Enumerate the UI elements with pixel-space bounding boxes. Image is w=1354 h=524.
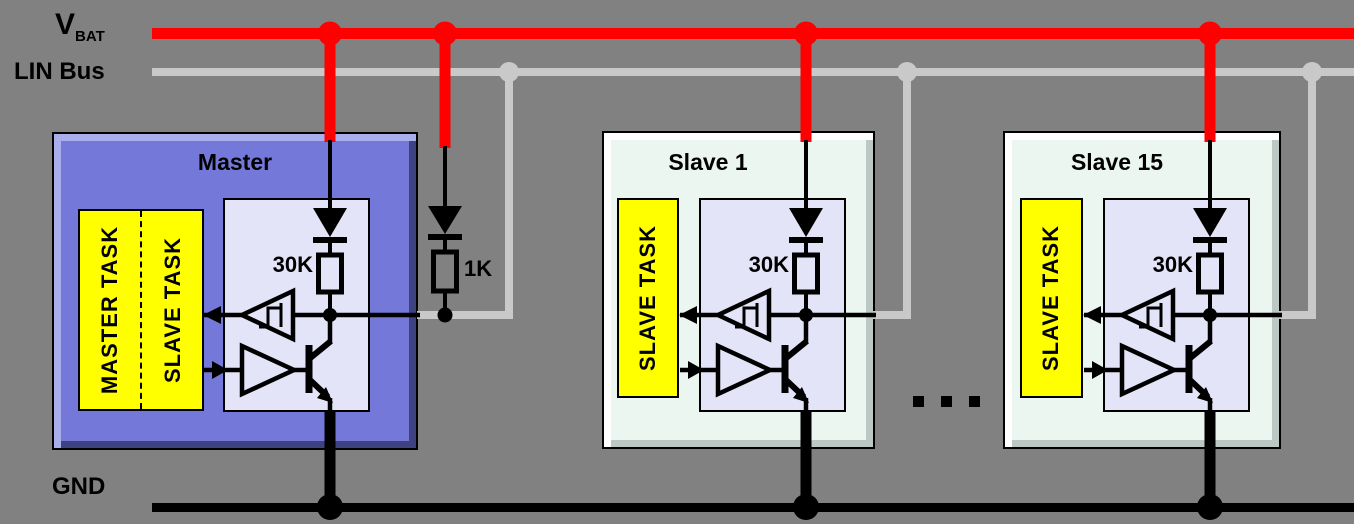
lin-junction-dots xyxy=(499,62,1322,82)
gnd-bus-line xyxy=(152,503,1354,512)
master-transceiver-box xyxy=(223,198,370,412)
lin-bus-line xyxy=(152,68,1354,76)
master-pullup-value: 30K xyxy=(272,252,313,277)
lin-junction-dot xyxy=(1302,62,1322,82)
slave1-task-box xyxy=(617,198,679,398)
master-slave-task-label: SLAVE TASK xyxy=(160,236,185,384)
vbat-bus-line xyxy=(152,28,1354,39)
slave1-transceiver-box xyxy=(699,198,846,412)
master-termination-branch xyxy=(428,21,462,323)
task-divider xyxy=(140,211,142,409)
ellipsis-dot xyxy=(913,396,924,407)
vbat-bus-label: VBAT xyxy=(55,8,105,45)
slave1-title: Slave 1 xyxy=(668,149,748,175)
vbat-drop-wire xyxy=(439,28,451,148)
lin-junction-dot xyxy=(897,62,917,82)
diode-icon xyxy=(428,206,462,234)
vbat-junction-dot xyxy=(433,21,457,46)
vbat-sub: BAT xyxy=(75,28,105,45)
ellipsis-dot xyxy=(969,396,980,407)
master-title: Master xyxy=(197,149,273,175)
more-slaves-ellipsis-icon xyxy=(913,396,980,407)
lin-drop-slave15 xyxy=(1279,74,1316,319)
slave15-transceiver-box xyxy=(1103,198,1250,412)
gnd-bus-label: GND xyxy=(52,473,106,500)
lin-drop-slave1 xyxy=(873,74,911,319)
slave1-task-label: SLAVE TASK xyxy=(635,224,660,372)
slave15-title: Slave 15 xyxy=(1070,149,1164,175)
lin-bus-label: LIN Bus xyxy=(14,58,105,85)
slave15-pullup-value: 30K xyxy=(1152,252,1193,277)
termination-node-dot xyxy=(437,307,453,323)
termination-resistor-icon xyxy=(431,249,459,294)
slave15-task-label: SLAVE TASK xyxy=(1038,224,1063,372)
lin-drop-master xyxy=(417,74,513,319)
master-task-box xyxy=(78,209,204,411)
master-termination-value: 1K xyxy=(464,256,493,281)
master-task-label: MASTER TASK xyxy=(97,225,122,395)
slave1-pullup-value: 30K xyxy=(748,252,789,277)
lin-junction-dot xyxy=(499,62,519,82)
ellipsis-dot xyxy=(941,396,952,407)
vbat-v: V xyxy=(55,8,76,41)
